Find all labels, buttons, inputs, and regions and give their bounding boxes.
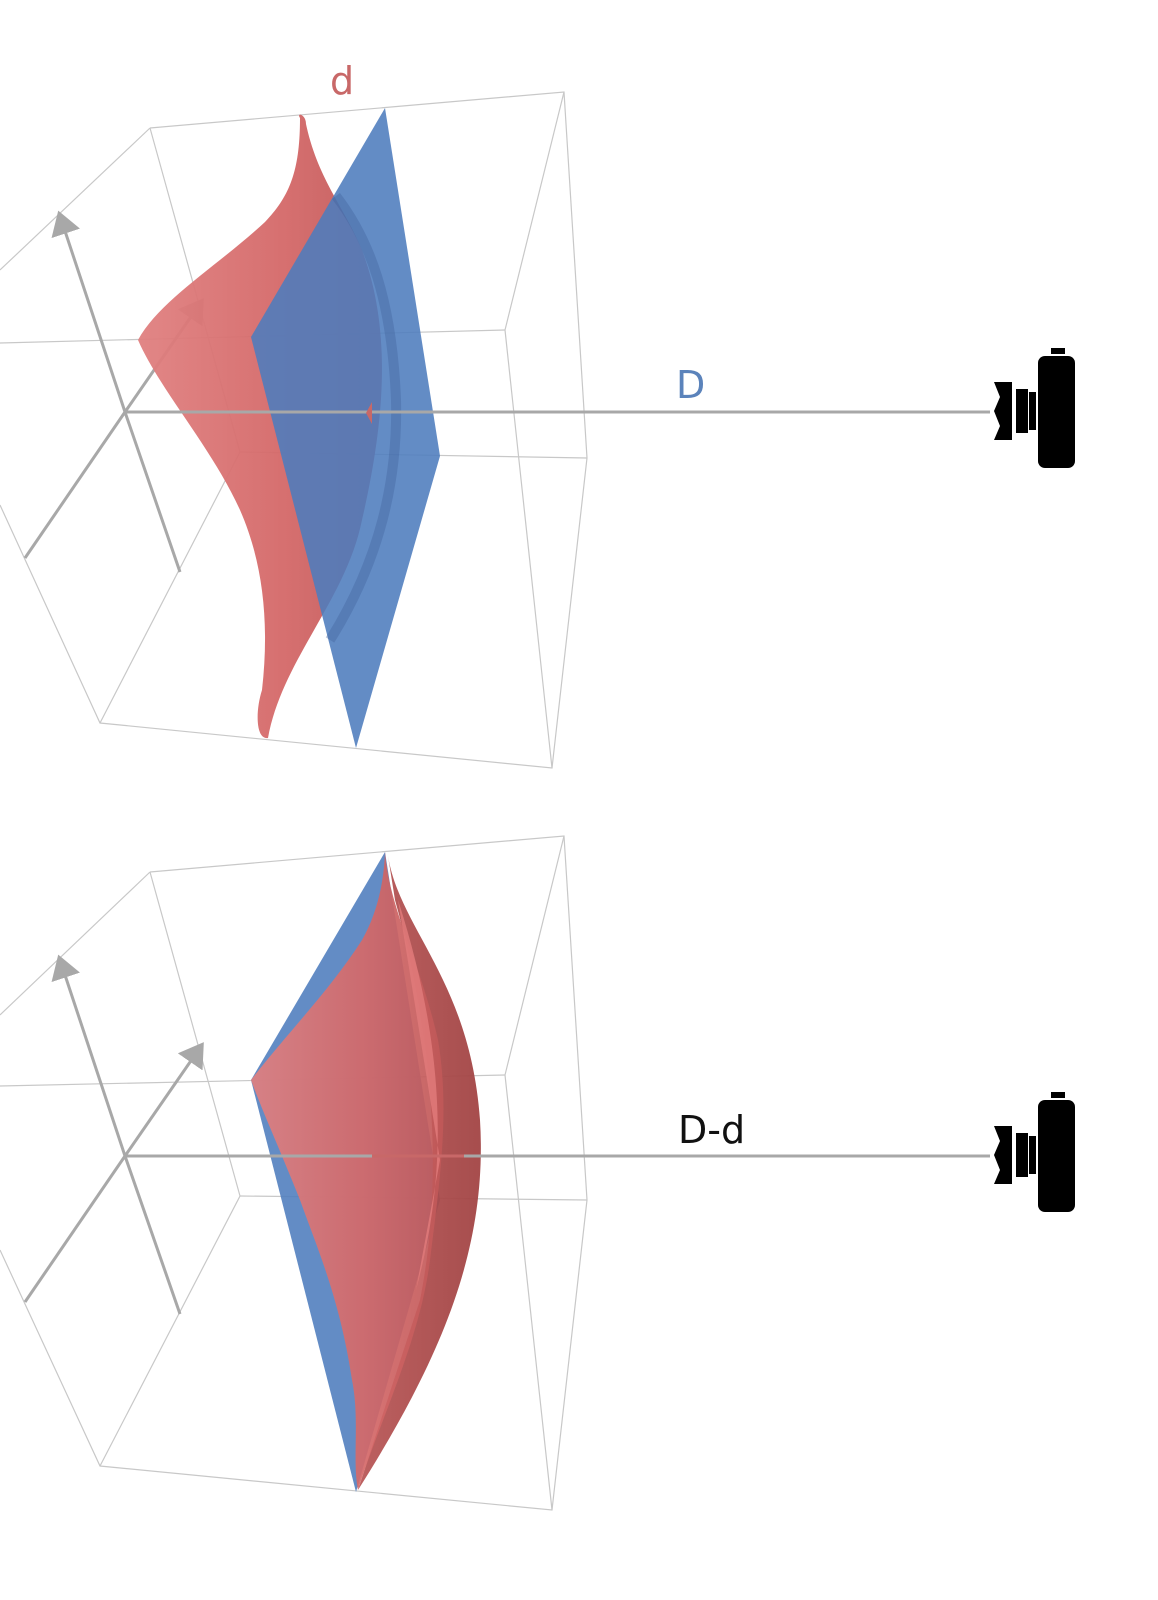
surface-ridge (325, 192, 402, 643)
surface-label: d (330, 59, 354, 103)
projection-plane (251, 108, 440, 748)
camera-icon (994, 1092, 1075, 1212)
plane-label: D (676, 363, 705, 407)
camera-icon (994, 348, 1075, 468)
coordinate-axes (23, 954, 204, 1315)
surface-fold (398, 900, 440, 1290)
difference-label: D-d (678, 1108, 745, 1152)
ray-origin-marker (366, 402, 372, 424)
difference-panel: D-d (0, 835, 1075, 1511)
difference-surface (251, 852, 444, 1490)
depth-panel: d D (0, 59, 1075, 769)
difference-surface-back (358, 856, 481, 1490)
